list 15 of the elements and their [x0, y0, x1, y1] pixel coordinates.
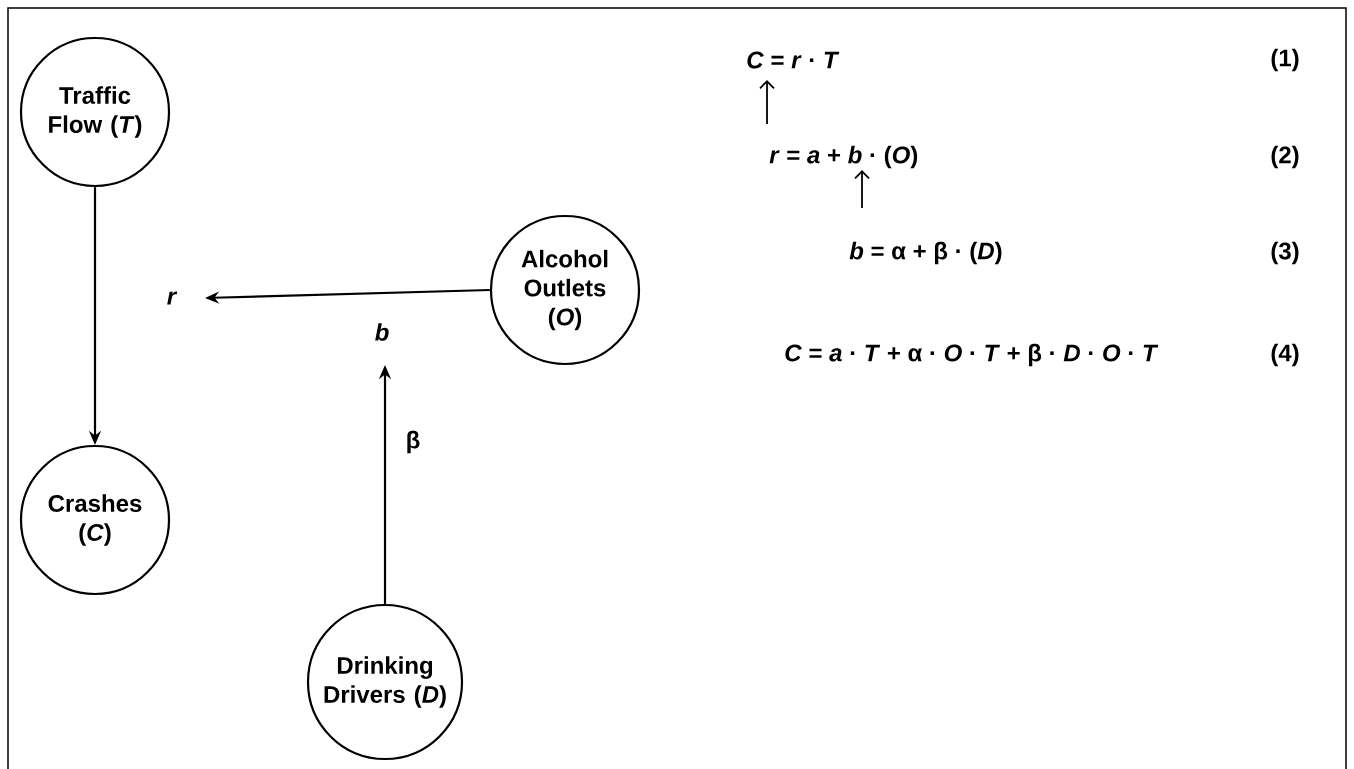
circle-node: Drinking Drivers (D) [306, 603, 464, 761]
edge-label: β [404, 429, 422, 455]
equation: b = α + β · (D) [849, 241, 1002, 265]
circle-node: Alcohol Outlets (O) [489, 214, 641, 366]
equation: r = a + b · (O) [769, 145, 918, 169]
equation-number: (3) [1271, 241, 1299, 265]
equation: C = a · T + α · O · T + β · D · O · T [785, 343, 1159, 367]
edge-label: r [165, 290, 179, 306]
circle-node: Traffic Flow (T) [19, 36, 171, 188]
equation-number: (2) [1271, 145, 1299, 169]
equation-number: (4) [1271, 343, 1299, 367]
edge-label: b [373, 322, 391, 342]
equation: C = r · T [747, 51, 840, 69]
equation-number: (1) [1271, 48, 1299, 72]
circle-node: Crashes (C) [19, 444, 171, 596]
